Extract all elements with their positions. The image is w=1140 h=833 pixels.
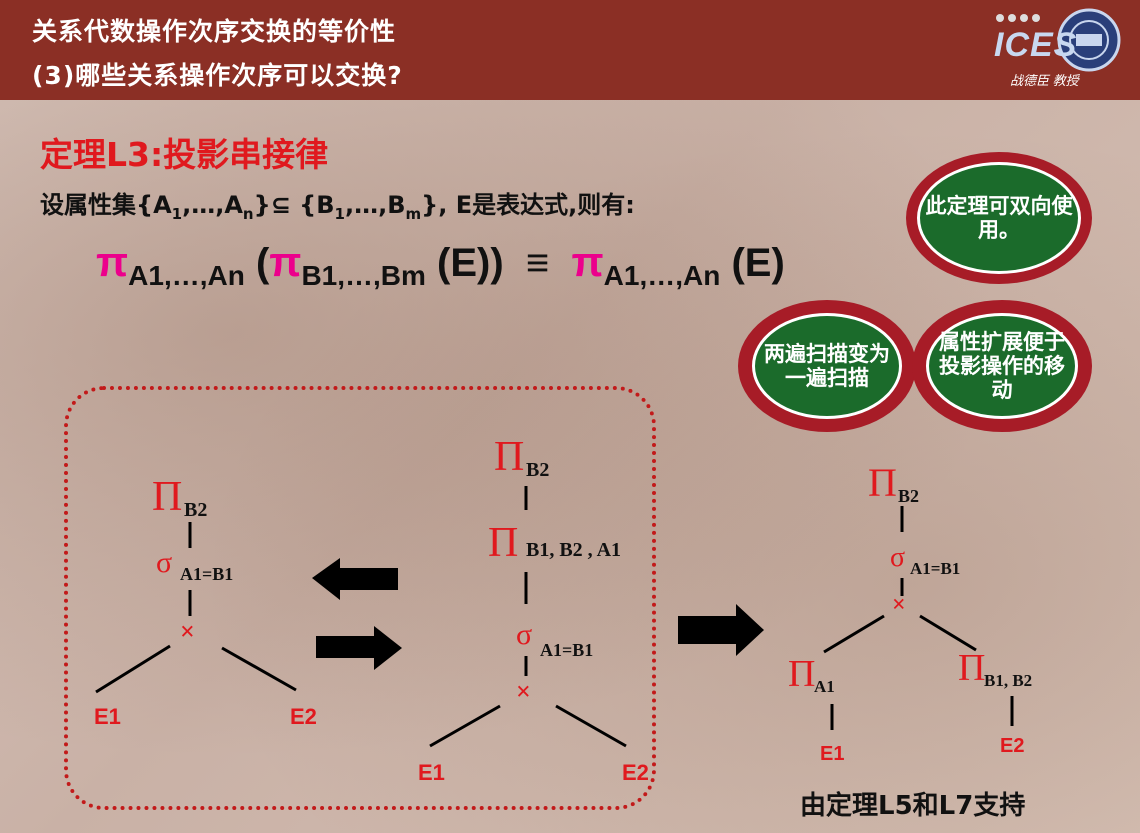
tree-3: Π B2 σ A1=B1 × Π A1 Π B1, B2 E1 E2	[788, 460, 1032, 765]
arrow-right-icon	[678, 604, 764, 656]
support-note: 由定理L5和L7支持	[800, 791, 1026, 821]
projection-symbol: Π	[494, 434, 524, 480]
t1-left-relation: E1	[94, 704, 121, 729]
theorem-premise: 设属性集{A1,…,An}⊆ {B1,…,Bm}, E是表达式,则有:	[40, 191, 635, 223]
t3-proj-attrs: B2	[898, 486, 919, 506]
arrow-left-icon	[312, 558, 398, 600]
header-title: 关系代数操作次序交换的等价性	[32, 17, 397, 46]
t2-sel-cond: A1=B1	[540, 640, 593, 660]
tree-1: Π B2 σ A1=B1 × E1 E2	[94, 474, 317, 729]
note-bidirectional: 此定理可双向使用。	[906, 152, 1092, 284]
t3-left-relation: E1	[820, 743, 844, 765]
logo-emblem-icon	[996, 8, 1121, 72]
arrow-right-icon	[316, 626, 402, 670]
note-two-scan: 两遍扫描变为一遍扫描	[738, 300, 916, 432]
t1-right-relation: E2	[290, 704, 317, 729]
projection-symbol: Π	[152, 474, 182, 520]
slide-header: 关系代数操作次序交换的等价性 (3)哪些关系操作次序可以交换? ICES 战德臣…	[0, 0, 1140, 100]
t1-proj-attrs: B2	[184, 499, 207, 521]
equivalence-box	[64, 386, 656, 810]
t3-right-proj-attrs: B1, B2	[984, 671, 1032, 690]
theorem-title: 定理L3:投影串接律	[40, 135, 329, 174]
selection-symbol: σ	[156, 546, 172, 579]
professor-name: 战德臣 教授	[1010, 73, 1079, 88]
t1-sel-cond: A1=B1	[180, 564, 233, 584]
ices-logo: ICES 战德臣 教授	[992, 4, 1122, 92]
t3-sel-cond: A1=B1	[910, 559, 960, 578]
t2-proj-mid-attrs: B1, B2 , A1	[526, 539, 621, 561]
t3-right-relation: E2	[1000, 735, 1024, 757]
t2-right-relation: E2	[622, 760, 649, 785]
projection-symbol: Π	[958, 647, 985, 689]
projection-symbol: Π	[788, 653, 815, 695]
t2-join: ×	[516, 677, 531, 706]
note-two-scan-text: 两遍扫描变为一遍扫描	[752, 313, 902, 419]
selection-symbol: σ	[516, 618, 532, 651]
arrows	[312, 558, 764, 670]
header-subtitle: (3)哪些关系操作次序可以交换?	[32, 61, 403, 90]
note-attr-extend-text: 属性扩展便于投影操作的移动	[926, 313, 1078, 419]
logo-text: ICES	[994, 26, 1078, 64]
selection-symbol: σ	[890, 542, 905, 573]
note-attr-extend: 属性扩展便于投影操作的移动	[912, 300, 1092, 432]
note-bidirectional-text: 此定理可双向使用。	[917, 162, 1081, 274]
tree-2: Π B2 Π B1, B2 , A1 σ A1=B1 × E1 E2	[418, 434, 649, 785]
t1-join: ×	[180, 617, 195, 646]
t3-left-proj-attrs: A1	[814, 677, 835, 696]
projection-symbol: Π	[868, 460, 897, 505]
projection-cascade-formula: πA1,…,An (πB1,…,Bm (E)) ≡ πA1,…,An (E)	[96, 238, 785, 291]
t2-left-relation: E1	[418, 760, 445, 785]
t2-proj-top-attrs: B2	[526, 459, 549, 481]
t3-join: ×	[892, 592, 906, 618]
projection-symbol: Π	[488, 520, 518, 566]
